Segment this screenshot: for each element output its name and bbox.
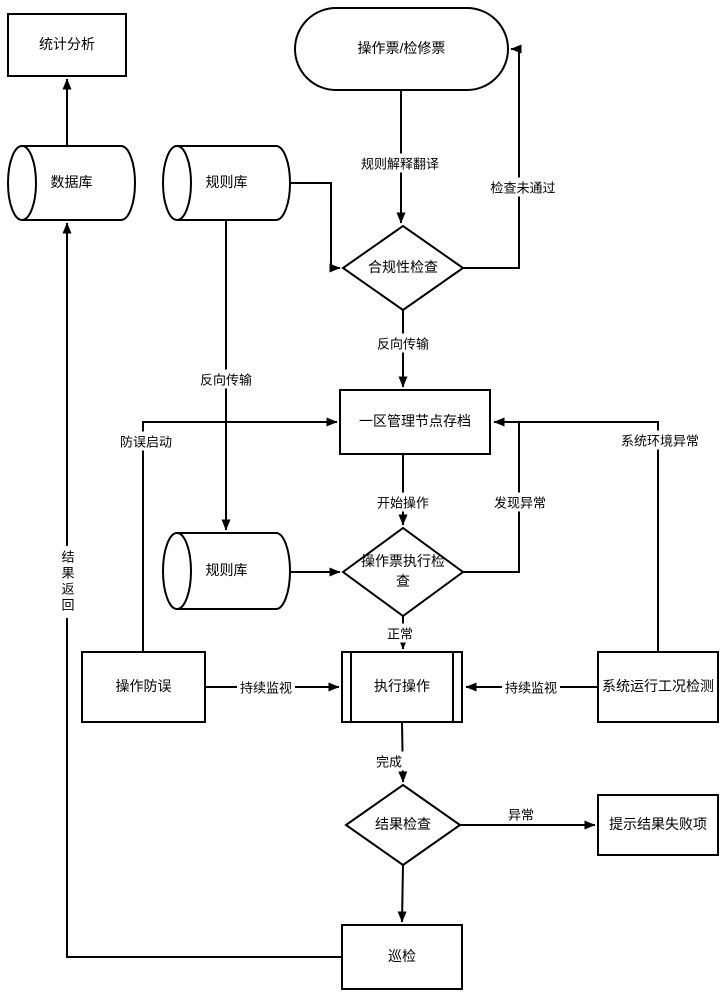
result-check-shape — [344, 783, 462, 867]
anti-error-shape — [81, 651, 206, 723]
edge-resultcheck-to-inspection — [397, 864, 407, 923]
archive-shape — [339, 389, 491, 455]
edge-antierror-to-archive — [142, 417, 338, 652]
edge-execop-to-resultcheck — [398, 721, 408, 783]
edge-rulebase1-to-compliance — [290, 182, 341, 273]
inspection-shape — [341, 924, 463, 990]
rulebase-bottom-face — [176, 532, 192, 610]
rulebase-top-face — [176, 145, 192, 221]
compliance-check-shape — [341, 224, 465, 312]
exec-check-shape — [341, 526, 465, 618]
edge-detect-to-archive — [493, 417, 659, 652]
database-shape — [7, 145, 136, 221]
database-face — [21, 145, 37, 221]
ticket-shape — [294, 7, 509, 91]
rulebase-bottom-shape — [162, 532, 291, 610]
condition-detect-shape — [597, 651, 719, 723]
edge-execcheck-to-archive-loop — [463, 423, 520, 573]
exec-op-shape — [341, 651, 463, 723]
edge-compliance-to-ticket-fail-loop — [463, 44, 522, 269]
fail-prompt-shape — [597, 794, 719, 856]
edge-inspection-to-database-return — [62, 222, 342, 958]
rulebase-top-shape — [162, 145, 291, 221]
stat-analysis-shape — [7, 13, 127, 77]
